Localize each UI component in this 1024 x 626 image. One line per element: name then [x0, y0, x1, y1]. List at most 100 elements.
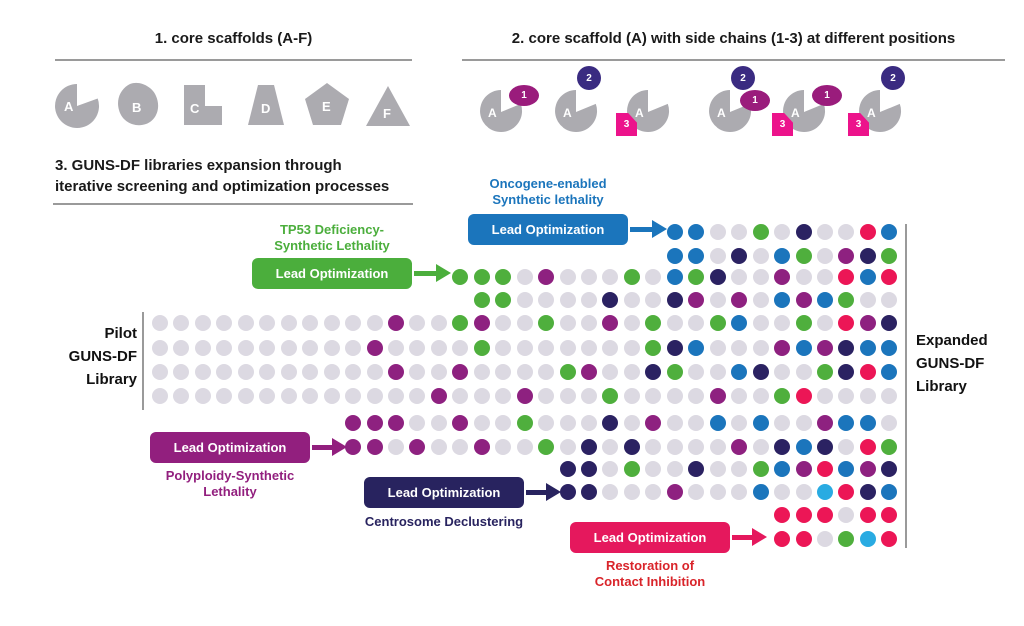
dot-empty-gray	[623, 364, 640, 380]
tp53-label: TP53 Deficiency- Synthetic Lethality	[232, 222, 432, 254]
dot-contact-pink	[881, 507, 898, 523]
dot-empty-gray	[237, 340, 254, 356]
dot-centrosome-navy	[666, 340, 683, 356]
dot-oncogene-blue	[688, 224, 705, 240]
dot-empty-gray	[280, 364, 297, 380]
dot-oncogene-blue	[752, 415, 769, 431]
contact-label-line2: Contact Inhibition	[594, 574, 706, 589]
dot-polyploidy-purple	[452, 364, 469, 380]
dot-empty-gray	[816, 224, 833, 240]
dot-empty-gray	[688, 388, 705, 404]
pilot-library-label-line3: Library	[86, 371, 137, 388]
dot-empty-gray	[302, 364, 319, 380]
dot-empty-gray	[645, 388, 662, 404]
dot-centrosome-navy	[709, 269, 726, 285]
dot-oncogene-blue	[731, 315, 748, 331]
dot-empty-gray	[602, 340, 619, 356]
dot-empty-gray	[387, 388, 404, 404]
dot-tp53-green	[795, 315, 812, 331]
dot-empty-gray	[645, 292, 662, 308]
dot-empty-gray	[430, 315, 447, 331]
dot-tp53-green	[709, 315, 726, 331]
dot-empty-gray	[731, 415, 748, 431]
centrosome-label-line1: Centrosome Declustering	[364, 514, 524, 529]
polyploidy-arrow-head	[332, 438, 347, 456]
dot-empty-gray	[280, 315, 297, 331]
dot-polyploidy-purple	[366, 415, 383, 431]
dot-empty-gray	[173, 364, 190, 380]
dot-empty-gray	[538, 415, 555, 431]
dot-oncogene-blue	[774, 292, 791, 308]
dot-empty-gray	[430, 364, 447, 380]
dot-empty-gray	[795, 269, 812, 285]
dot-empty-gray	[237, 364, 254, 380]
dot-empty-gray	[752, 248, 769, 264]
dot-empty-gray	[838, 224, 855, 240]
dot-tp53-green	[473, 269, 490, 285]
dot-tp53-green	[838, 531, 855, 547]
dot-polyploidy-purple	[731, 439, 748, 455]
section2-title: 2. core scaffold (A) with side chains (1…	[511, 30, 956, 47]
dot-empty-gray	[259, 340, 276, 356]
dot-empty-gray	[752, 315, 769, 331]
oncogene-label-line1: Oncogene-enabled	[489, 176, 607, 191]
dot-contact-pink	[881, 531, 898, 547]
dot-polyploidy-purple	[473, 439, 490, 455]
dot-empty-gray	[774, 364, 791, 380]
expanded-library-bracket	[905, 224, 907, 548]
contact-lead-optimization-box: Lead Optimization	[570, 522, 730, 553]
dot-empty-gray	[623, 292, 640, 308]
dot-centrosome-navy	[838, 364, 855, 380]
dot-tp53-green	[538, 439, 555, 455]
dot-tp53-green	[838, 292, 855, 308]
centrosome-arrow	[526, 490, 546, 495]
side-chain-3: 3	[848, 113, 869, 136]
dot-centrosome-navy	[816, 439, 833, 455]
dot-empty-gray	[666, 415, 683, 431]
dot-empty-gray	[516, 340, 533, 356]
dot-empty-gray	[473, 364, 490, 380]
dot-empty-gray	[495, 388, 512, 404]
dot-empty-gray	[859, 292, 876, 308]
side-chain-1: 1	[740, 90, 770, 111]
dot-tp53-green	[666, 364, 683, 380]
dot-empty-gray	[752, 388, 769, 404]
dot-empty-gray	[795, 484, 812, 500]
dot-empty-gray	[581, 415, 597, 431]
dot-empty-gray	[752, 269, 769, 285]
dot-empty-gray	[194, 364, 211, 380]
tp53-label-line1: TP53 Deficiency-	[279, 222, 385, 237]
dot-empty-gray	[688, 415, 705, 431]
section3-title-line2: iterative screening and optimization pro…	[55, 178, 390, 195]
dot-empty-gray	[816, 269, 833, 285]
dot-empty-gray	[688, 484, 705, 500]
dot-polyploidy-purple	[409, 439, 426, 455]
dot-centrosome-navy	[881, 461, 898, 477]
oncogene-label-line2: Synthetic lethality	[492, 192, 604, 207]
dot-empty-gray	[323, 388, 340, 404]
dot-polyploidy-purple	[387, 364, 404, 380]
scaffold-E-shape	[305, 83, 349, 125]
dot-empty-gray	[581, 315, 597, 331]
dot-empty-gray	[430, 439, 447, 455]
dot-tp53-green	[774, 388, 791, 404]
scaffold-B: B	[118, 82, 159, 126]
scaffold-A: A	[55, 84, 100, 128]
dot-empty-gray	[816, 248, 833, 264]
dot-centrosome-navy	[795, 224, 812, 240]
dot-empty-gray	[645, 461, 662, 477]
dot-empty-gray	[623, 315, 640, 331]
dot-empty-gray	[709, 292, 726, 308]
dot-empty-gray	[752, 292, 769, 308]
dot-polyploidy-purple	[473, 315, 490, 331]
dot-empty-gray	[816, 315, 833, 331]
dot-tp53-green	[816, 364, 833, 380]
dot-tp53-green	[881, 248, 898, 264]
dot-empty-gray	[452, 439, 469, 455]
dot-oncogene-blue	[838, 415, 855, 431]
dot-tp53-green	[752, 461, 769, 477]
tp53-label-line2: Synthetic Lethality	[274, 238, 390, 253]
polyploidy-arrow	[312, 445, 332, 450]
scaffold-D-shape	[248, 85, 284, 125]
